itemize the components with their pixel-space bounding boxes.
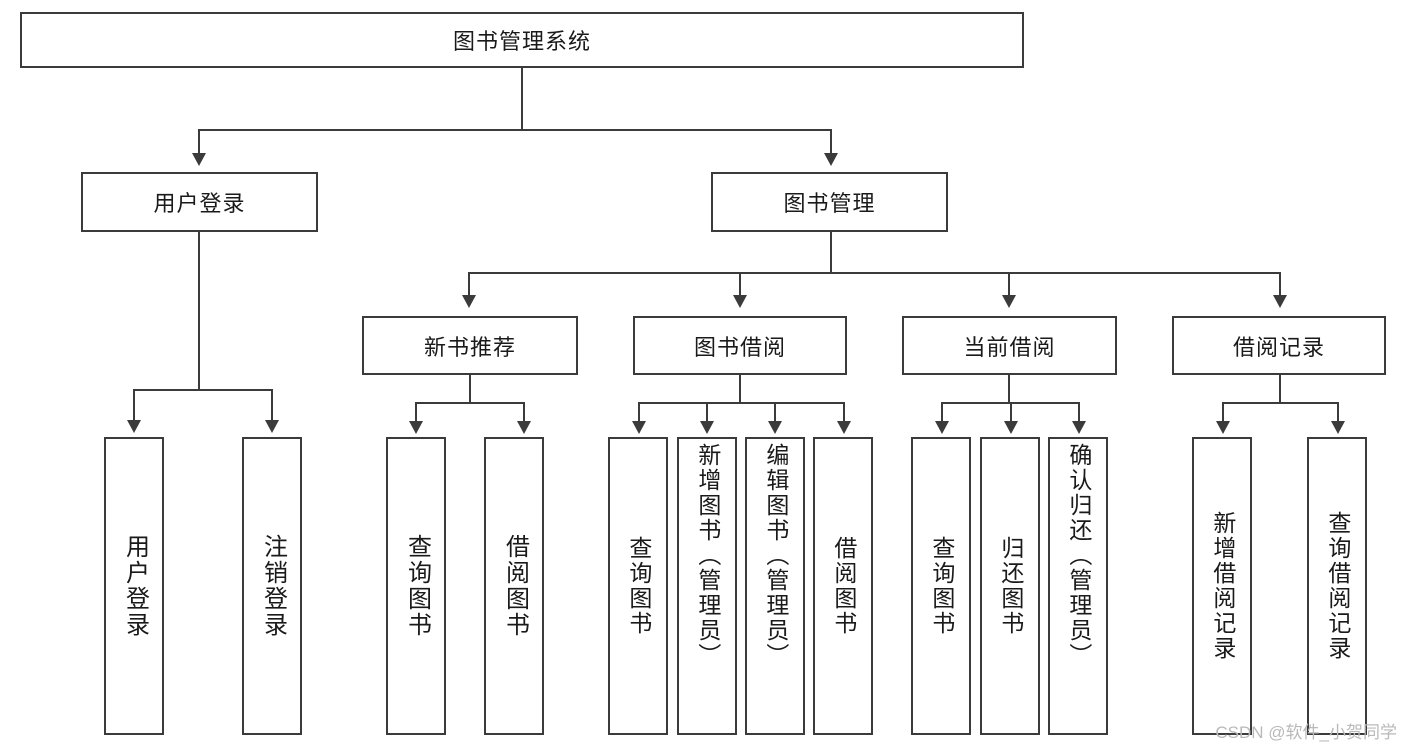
arrow-bm-to-new-book bbox=[462, 295, 476, 308]
node-label: 图书管理 bbox=[783, 191, 876, 216]
arrow-bb-to-leaf-2 bbox=[700, 421, 714, 434]
leaf-label: 查询图书 bbox=[625, 536, 652, 636]
leaf-new-book-query-books[interactable]: 查询图书 bbox=[386, 437, 446, 735]
leaf-label: 借阅图书 bbox=[830, 536, 857, 636]
leaf-label: 确认归还（管理员） bbox=[1065, 443, 1092, 668]
connector-user-login-trunk bbox=[198, 232, 200, 390]
leaf-new-book-borrow-books[interactable]: 借阅图书 bbox=[484, 437, 544, 735]
leaf-borrow-record-add-record[interactable]: 新增借阅记录 bbox=[1192, 437, 1252, 735]
connector-borrow-record-bus bbox=[1222, 402, 1337, 404]
connector-cb-to-leaf-3 bbox=[1078, 402, 1080, 422]
node-book-management[interactable]: 图书管理 bbox=[711, 172, 948, 232]
connector-user-login-to-leaf-2 bbox=[271, 389, 273, 421]
node-book-borrow[interactable]: 图书借阅 bbox=[633, 316, 847, 375]
connector-root-bus bbox=[198, 129, 832, 131]
leaf-label: 查询图书 bbox=[928, 536, 955, 636]
connector-book-management-trunk bbox=[830, 232, 832, 273]
watermark: CSDN @软件_小贺同学 bbox=[1215, 723, 1397, 742]
arrow-bm-to-current-borrow bbox=[1002, 295, 1016, 308]
leaf-book-borrow-borrow-books[interactable]: 借阅图书 bbox=[813, 437, 873, 735]
leaf-user-login-login[interactable]: 用户登录 bbox=[104, 437, 164, 735]
connector-bb-to-leaf-4 bbox=[843, 402, 845, 422]
arrow-bm-to-book-borrow bbox=[733, 295, 747, 308]
node-borrow-record[interactable]: 借阅记录 bbox=[1172, 316, 1386, 375]
arrow-root-to-user-login bbox=[192, 153, 206, 166]
arrow-cb-to-leaf-3 bbox=[1072, 421, 1086, 434]
connector-cb-to-leaf-2 bbox=[1010, 402, 1012, 422]
node-label: 新书推荐 bbox=[423, 334, 516, 360]
leaf-label: 注销登录 bbox=[259, 534, 287, 638]
arrow-user-login-to-leaf-1 bbox=[127, 420, 141, 433]
leaf-current-borrow-query-books[interactable]: 查询图书 bbox=[911, 437, 971, 735]
connector-bm-to-borrow-record bbox=[1279, 272, 1281, 296]
arrow-bb-to-leaf-1 bbox=[632, 421, 646, 434]
arrow-cb-to-leaf-1 bbox=[935, 421, 949, 434]
connector-borrow-record-trunk bbox=[1279, 375, 1281, 403]
connector-new-book-to-leaf-1 bbox=[415, 402, 417, 422]
connector-br-to-leaf-1 bbox=[1222, 402, 1224, 422]
leaf-label: 编辑图书（管理员） bbox=[762, 443, 789, 668]
connector-current-borrow-bus bbox=[941, 402, 1078, 404]
connector-new-book-bus bbox=[415, 402, 523, 404]
leaf-book-borrow-edit-book-admin[interactable]: 编辑图书（管理员） bbox=[745, 437, 805, 735]
leaf-label: 借阅图书 bbox=[501, 534, 529, 638]
leaf-label: 查询图书 bbox=[403, 534, 431, 638]
arrow-new-book-to-leaf-2 bbox=[517, 421, 531, 434]
leaf-book-borrow-query-books[interactable]: 查询图书 bbox=[608, 437, 668, 735]
connector-bb-to-leaf-1 bbox=[638, 402, 640, 422]
arrow-root-to-book-management bbox=[824, 153, 838, 166]
connector-current-borrow-trunk bbox=[1008, 375, 1010, 403]
node-label: 借阅记录 bbox=[1232, 334, 1325, 360]
connector-root-trunk bbox=[521, 68, 523, 130]
connector-cb-to-leaf-1 bbox=[941, 402, 943, 422]
node-new-book-recommend[interactable]: 新书推荐 bbox=[362, 316, 578, 375]
connector-br-to-leaf-2 bbox=[1337, 402, 1339, 422]
connector-bm-to-new-book bbox=[468, 272, 470, 296]
arrow-br-to-leaf-2 bbox=[1331, 421, 1345, 434]
leaf-label: 新增图书（管理员） bbox=[694, 443, 721, 668]
arrow-br-to-leaf-1 bbox=[1216, 421, 1230, 434]
node-label: 当前借阅 bbox=[963, 334, 1056, 360]
leaf-current-borrow-confirm-return-admin[interactable]: 确认归还（管理员） bbox=[1048, 437, 1108, 735]
node-book-management-system[interactable]: 图书管理系统 bbox=[20, 12, 1024, 68]
connector-bb-to-leaf-2 bbox=[706, 402, 708, 422]
connector-root-to-book-management bbox=[830, 129, 832, 155]
connector-book-management-bus bbox=[468, 272, 1279, 274]
arrow-cb-to-leaf-2 bbox=[1004, 421, 1018, 434]
connector-bm-to-current-borrow bbox=[1008, 272, 1010, 296]
arrow-new-book-to-leaf-1 bbox=[409, 421, 423, 434]
node-label: 图书管理系统 bbox=[452, 29, 591, 54]
arrow-bb-to-leaf-3 bbox=[768, 421, 782, 434]
node-current-borrow[interactable]: 当前借阅 bbox=[902, 316, 1117, 375]
leaf-label: 用户登录 bbox=[121, 534, 149, 638]
connector-book-borrow-trunk bbox=[739, 375, 741, 403]
leaf-label: 查询借阅记录 bbox=[1324, 511, 1351, 661]
connector-new-book-trunk bbox=[469, 375, 471, 403]
leaf-borrow-record-query-record[interactable]: 查询借阅记录 bbox=[1307, 437, 1367, 735]
arrow-bm-to-borrow-record bbox=[1273, 295, 1287, 308]
connector-user-login-to-leaf-1 bbox=[133, 389, 135, 421]
leaf-label: 新增借阅记录 bbox=[1209, 511, 1236, 661]
arrow-bb-to-leaf-4 bbox=[837, 421, 851, 434]
arrow-user-login-to-leaf-2 bbox=[265, 420, 279, 433]
connector-user-login-bus bbox=[133, 389, 271, 391]
connector-bb-to-leaf-3 bbox=[774, 402, 776, 422]
node-user-login[interactable]: 用户登录 bbox=[81, 172, 318, 232]
connector-bm-to-book-borrow bbox=[739, 272, 741, 296]
leaf-user-login-logout[interactable]: 注销登录 bbox=[242, 437, 302, 735]
leaf-book-borrow-add-book-admin[interactable]: 新增图书（管理员） bbox=[677, 437, 737, 735]
leaf-current-borrow-return-books[interactable]: 归还图书 bbox=[980, 437, 1040, 735]
connector-book-borrow-bus bbox=[638, 402, 843, 404]
connector-root-to-user-login bbox=[198, 129, 200, 155]
connector-new-book-to-leaf-2 bbox=[523, 402, 525, 422]
node-label: 图书借阅 bbox=[693, 334, 786, 360]
leaf-label: 归还图书 bbox=[997, 536, 1024, 636]
node-label: 用户登录 bbox=[153, 191, 246, 216]
